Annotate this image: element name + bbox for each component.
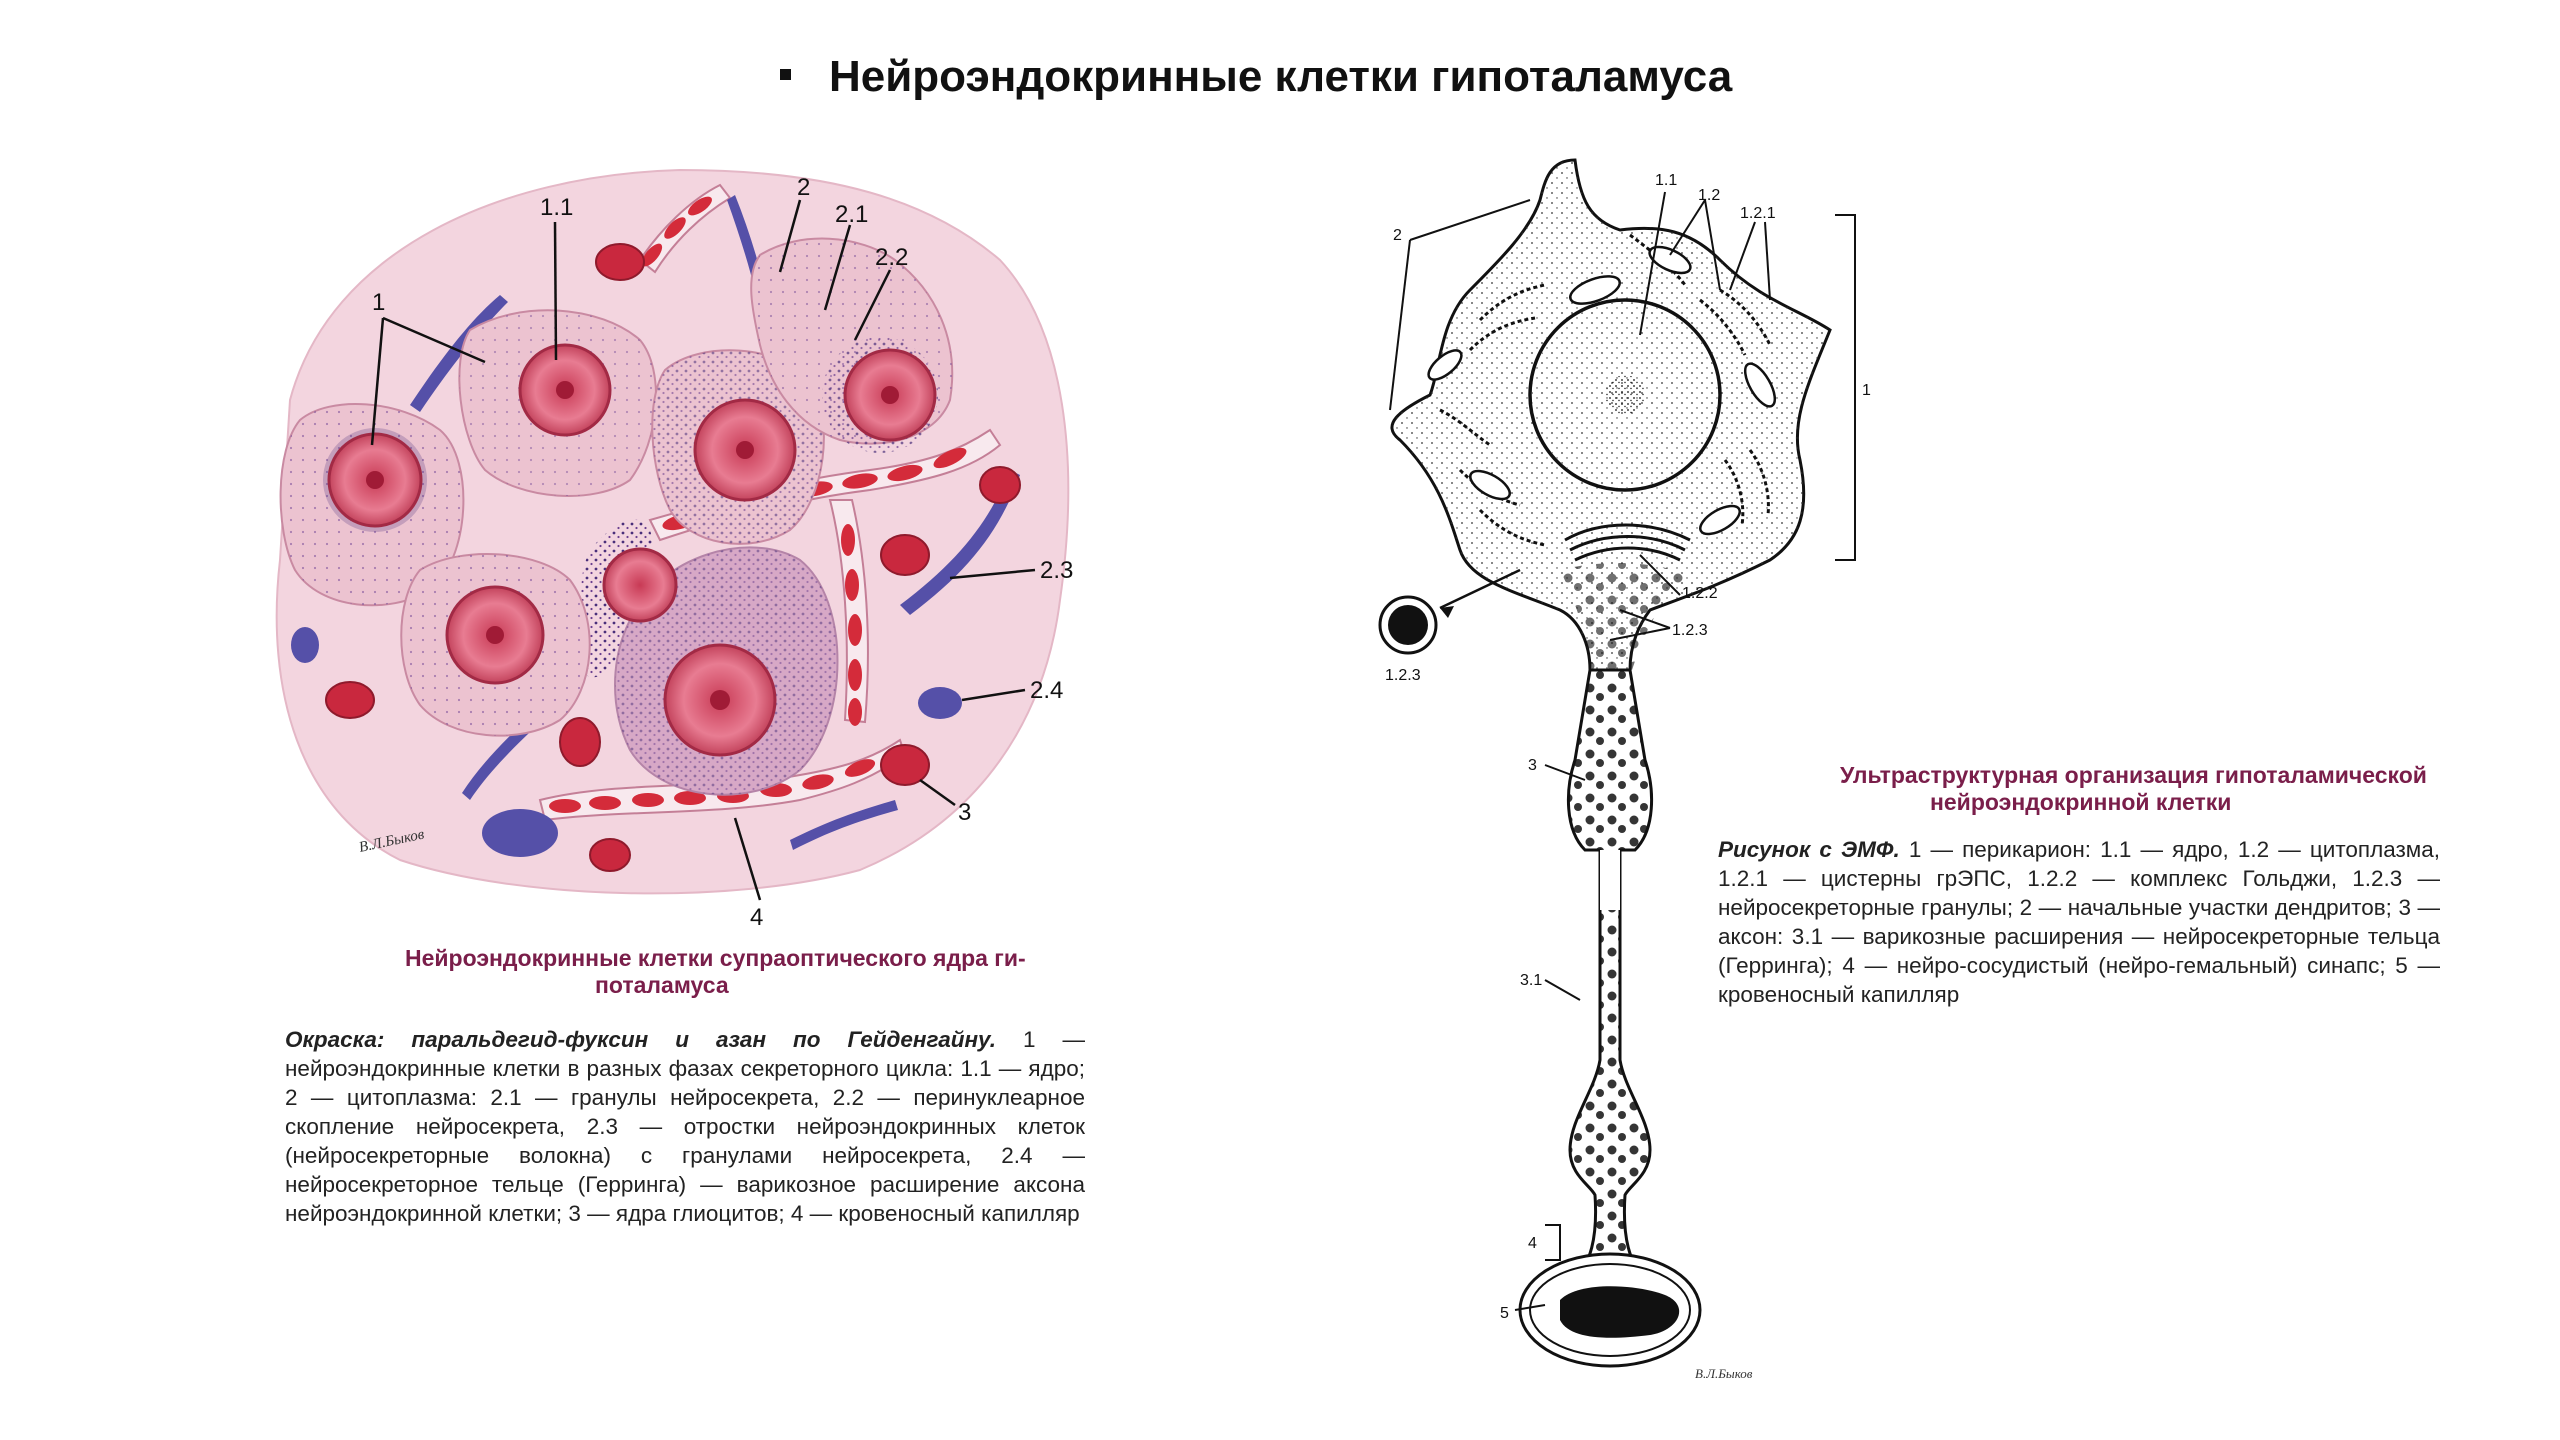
left-caption-title-line1: Нейроэндокринные клетки супраоптического… [405,945,1026,971]
label-r-1-2-3-granule: 1.2.3 [1385,667,1421,684]
right-caption-body: 1 — перикарион: 1.1 — ядро, 1.2 — цитопл… [1718,837,2441,1007]
neuroendocrine-cell [400,552,591,737]
left-caption-lead: Окраска: паральдегид-фуксин и азан по Ге… [285,1027,996,1052]
histology-leader-lines [370,199,1036,901]
mitochondria [1427,245,1777,536]
label-3: 3 [958,799,971,826]
label-4: 4 [750,904,763,931]
label-2-4: 2.4 [1030,677,1063,704]
label-r-2: 2 [1393,227,1402,244]
ultrastructure-signature: В.Л.Быков [1695,1366,1753,1381]
erythrocyte [1560,1286,1680,1338]
label-2: 2 [797,174,810,201]
neuroendocrine-cell [750,237,954,453]
page-title: Нейроэндокринные клетки гипоталамуса [780,52,1732,102]
label-r-4: 4 [1528,1235,1537,1252]
neuroendocrine-cell [458,309,657,497]
glial-nuclei [325,243,1021,872]
neuroendocrine-cell [279,403,465,607]
right-caption-title: Ультраструктурная организация гипоталами… [1840,762,2440,816]
neuroendocrine-cell [651,349,825,545]
title-bullet-icon [780,68,791,80]
label-1-1: 1.1 [540,194,573,221]
label-r-1-1: 1.1 [1655,172,1677,189]
capillary-vertical-erythrocytes [841,524,862,726]
capillary-top-erythrocytes [641,196,712,267]
golgi-complex [1564,523,1691,562]
right-caption-text: Рисунок с ЭМФ. 1 — перикарион: 1.1 — ядр… [1718,835,2440,1009]
neuroendocrine-cell [614,546,839,796]
label-2-3: 2.3 [1040,557,1073,584]
label-r-3-1: 3.1 [1520,972,1542,989]
label-r-1-2-2: 1.2.2 [1682,585,1718,602]
right-caption-lead: Рисунок с ЭМФ. [1718,837,1900,862]
capillary-erythrocytes [549,759,876,813]
left-caption-text: Окраска: паральдегид-фуксин и азан по Ге… [285,1025,1085,1228]
label-r-1-2-3: 1.2.3 [1672,622,1708,639]
left-caption-title-line2: поталамуса [595,972,729,998]
label-r-1-2: 1.2 [1698,187,1720,204]
right-caption-title-line2: нейроэндокринной клетки [1930,789,2232,815]
label-r-1-2-1: 1.2.1 [1740,205,1776,222]
label-2-1: 2.1 [835,201,868,228]
label-r-1: 1 [1862,382,1871,399]
label-1: 1 [372,289,385,316]
right-caption-title-line1: Ультраструктурная организация гипоталами… [1840,762,2427,788]
left-caption-body: 1 — нейроэндокринные клетки в разных фаз… [285,1027,1085,1226]
label-r-5: 5 [1500,1305,1509,1322]
page-title-text: Нейроэндокринные клетки гипоталамуса [829,52,1733,101]
ultrastructure-leader-lines [1389,191,1856,1311]
axon-hillock-granules [1560,563,1690,670]
left-caption-title: Нейроэндокринные клетки супраоптического… [405,945,1085,999]
neuroendocrine-cell [602,547,678,623]
label-2-2: 2.2 [875,244,908,271]
label-r-3: 3 [1528,757,1537,774]
